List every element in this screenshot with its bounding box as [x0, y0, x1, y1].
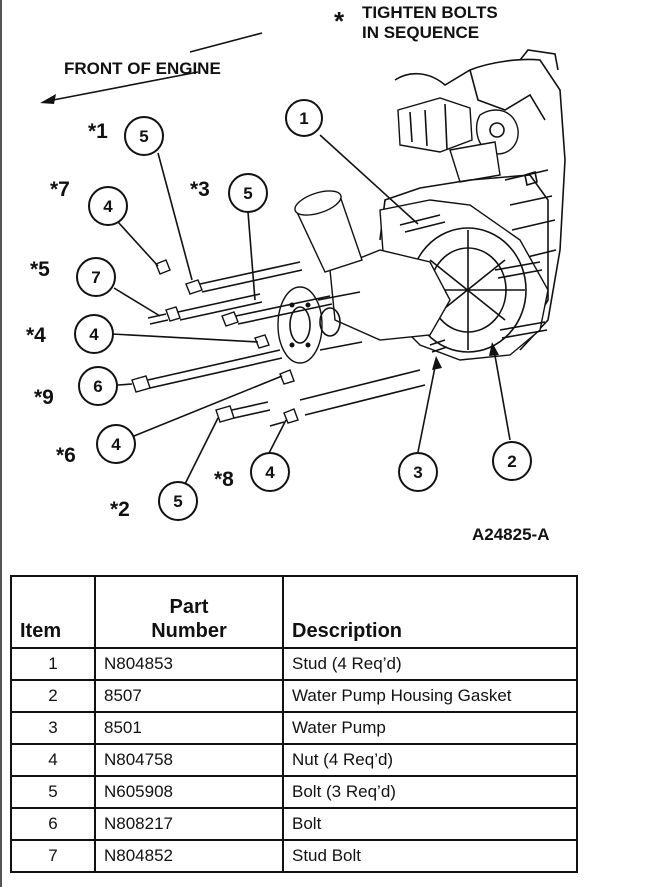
cell-item: 7 — [10, 839, 96, 873]
svg-text:*6: *6 — [56, 444, 76, 467]
cell-description: Water Pump — [282, 711, 578, 745]
front-direction-arrow — [40, 32, 263, 104]
svg-text:4: 4 — [103, 197, 113, 216]
table-row: 5 N605908 Bolt (3 Req’d) — [10, 775, 578, 809]
cell-description: Stud (4 Req’d) — [282, 647, 578, 681]
table-row: 7 N804852 Stud Bolt — [10, 839, 578, 873]
water-pump-drawing — [277, 190, 549, 416]
figure-id: A24825-A — [472, 525, 550, 544]
svg-text:*5: *5 — [30, 258, 50, 281]
cell-part-number: 8501 — [94, 711, 284, 745]
callout-seq1-item5: *1 5 — [88, 116, 164, 156]
cell-description: Nut (4 Req’d) — [282, 743, 578, 777]
table-row: 1 N804853 Stud (4 Req’d) — [10, 647, 578, 681]
svg-text:3: 3 — [413, 463, 422, 482]
cell-part-number: N804758 — [94, 743, 284, 777]
svg-text:*8: *8 — [214, 468, 234, 491]
callout-1: 1 — [285, 99, 323, 137]
svg-text:5: 5 — [139, 127, 148, 146]
water-pump-exploded-diagram: * TIGHTEN BOLTS IN SEQUENCE FRONT OF ENG… — [26, 3, 566, 544]
front-of-engine-label: FRONT OF ENGINE — [64, 59, 221, 78]
svg-text:*7: *7 — [50, 178, 70, 201]
svg-text:*3: *3 — [190, 178, 210, 201]
cell-item: 5 — [10, 775, 96, 809]
nut-seq4 — [254, 334, 270, 349]
cell-description: Stud Bolt — [282, 839, 578, 873]
page-left-border — [0, 0, 2, 887]
cell-part-number: N804853 — [94, 647, 284, 681]
svg-text:*1: *1 — [88, 120, 108, 143]
nut-seq7 — [155, 259, 171, 275]
cell-part-number: 8507 — [94, 679, 284, 713]
svg-text:4: 4 — [89, 325, 99, 344]
callout-seq5-item7: *5 7 — [30, 257, 116, 297]
callout-seq4-item4: *4 4 — [26, 314, 114, 354]
bolt-seq1 — [185, 261, 303, 295]
cell-item: 2 — [10, 679, 96, 713]
callout-seq3-item5: *3 5 — [190, 173, 268, 213]
svg-text:*4: *4 — [26, 324, 46, 347]
callout-seq9-item6: *9 6 — [34, 366, 118, 409]
bolt-seq3 — [221, 295, 333, 327]
callout-seq6-item4: *6 4 — [56, 424, 136, 467]
table-row: 6 N808217 Bolt — [10, 807, 578, 841]
cell-description: Bolt (3 Req’d) — [282, 775, 578, 809]
table-row: 4 N804758 Nut (4 Req’d) — [10, 743, 578, 777]
header-part-line2: Number — [151, 620, 227, 642]
svg-text:2: 2 — [507, 452, 516, 471]
callout-seq7-item4: *7 4 — [50, 178, 128, 226]
svg-text:4: 4 — [265, 463, 275, 482]
bolt-seq2 — [215, 401, 271, 423]
sequence-note-line2: IN SEQUENCE — [362, 23, 479, 42]
cell-part-number: N804852 — [94, 839, 284, 873]
cell-description: Bolt — [282, 807, 578, 841]
header-part-line1: Part — [169, 596, 209, 618]
table-row: 3 8501 Water Pump — [10, 711, 578, 745]
callout-2: 2 — [492, 441, 532, 481]
cell-item: 4 — [10, 743, 96, 777]
cell-part-number: N605908 — [94, 775, 284, 809]
svg-text:5: 5 — [243, 184, 252, 203]
svg-text:7: 7 — [91, 268, 100, 287]
nut-seq6 — [279, 369, 295, 385]
nut-seq8 — [269, 408, 299, 427]
callout-seq2-item5: *2 5 — [110, 481, 198, 521]
leader-lines — [111, 134, 511, 485]
svg-text:5: 5 — [173, 492, 182, 511]
cell-item: 6 — [10, 807, 96, 841]
bolt-seq9 — [131, 349, 283, 393]
cell-part-number: N808217 — [94, 807, 284, 841]
stud-bolt-seq5 — [147, 293, 263, 325]
engine-block-drawing — [379, 49, 566, 351]
sequence-note-line1: TIGHTEN BOLTS — [362, 3, 498, 22]
callout-3: 3 — [398, 452, 438, 492]
svg-text:4: 4 — [111, 435, 121, 454]
svg-text:1: 1 — [299, 109, 308, 128]
cell-item: 1 — [10, 647, 96, 681]
table-row: 2 8507 Water Pump Housing Gasket — [10, 679, 578, 713]
cell-description: Water Pump Housing Gasket — [282, 679, 578, 713]
callout-seq8-item4: *8 4 — [214, 452, 290, 492]
svg-text:*2: *2 — [110, 498, 130, 521]
svg-text:6: 6 — [93, 377, 102, 396]
housing-studs — [399, 214, 548, 353]
header-description: Description — [282, 575, 578, 649]
svg-text:*9: *9 — [34, 386, 54, 409]
header-item: Item — [10, 575, 96, 649]
sequence-star: * — [334, 6, 345, 36]
cell-item: 3 — [10, 711, 96, 745]
